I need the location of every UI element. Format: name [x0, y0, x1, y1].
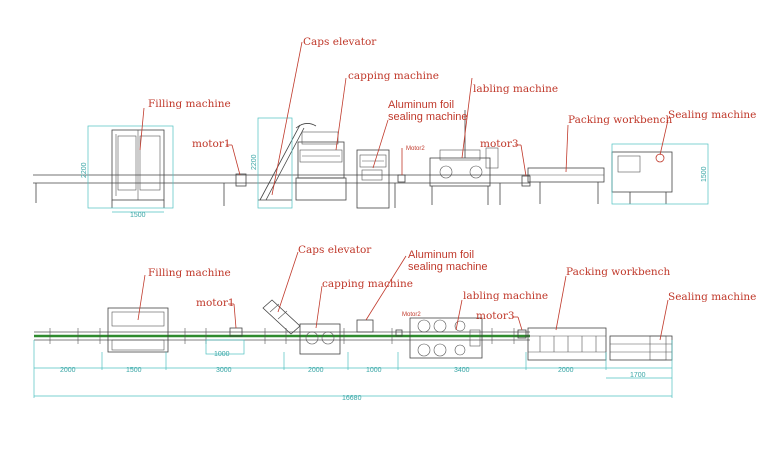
side-dim-filling-width: 1500	[130, 212, 146, 219]
top-motor1	[205, 303, 245, 355]
top-dim-6: 1000	[366, 367, 382, 374]
top-label-motor2: Motor2	[402, 312, 421, 318]
side-label-motor3: motor3	[480, 138, 519, 150]
top-dim-1: 2000	[60, 367, 76, 374]
top-capping-machine	[299, 285, 341, 355]
side-caps-elevator	[257, 41, 317, 209]
side-motor3	[515, 144, 531, 187]
side-view	[33, 41, 709, 213]
side-alu-sealer	[356, 119, 390, 209]
top-dim-5: 2000	[308, 367, 324, 374]
top-sealing-machine	[609, 299, 673, 361]
top-caps-elevator	[262, 251, 301, 335]
top-label-motor1: motor1	[196, 297, 235, 309]
side-motor2	[397, 148, 406, 183]
side-dim-filling-height: 2200	[81, 162, 88, 178]
top-motor3	[512, 316, 527, 339]
side-motor1	[226, 144, 247, 187]
side-label-alu-2: sealing machine	[388, 111, 468, 123]
side-packing-workbench	[527, 124, 605, 204]
top-dim-3: 3000	[216, 367, 232, 374]
top-filling-machine	[107, 274, 169, 353]
side-label-packing: Packing workbench	[568, 114, 673, 126]
top-motor2	[395, 329, 403, 337]
top-label-labling: labling machine	[463, 290, 548, 302]
side-filling-machine	[87, 107, 174, 213]
side-label-filling: Filling machine	[148, 98, 231, 110]
top-dim-4: 1000	[214, 351, 230, 358]
top-label-caps-elevator: Caps elevator	[298, 244, 372, 256]
side-dim-sealing-height: 1500	[701, 166, 708, 182]
top-label-alu-2: sealing machine	[408, 261, 488, 273]
side-label-motor1: motor1	[192, 138, 231, 150]
top-dimension-lines	[33, 340, 673, 398]
top-dim-2: 1500	[126, 367, 142, 374]
top-view	[33, 251, 673, 398]
top-labling-machine	[409, 299, 483, 359]
top-conveyor	[34, 328, 530, 344]
top-label-packing: Packing workbench	[566, 266, 671, 278]
top-label-sealing: Sealing machine	[668, 291, 756, 303]
top-dim-9: 1700	[630, 372, 646, 379]
side-labling-machine	[429, 77, 499, 205]
side-capping-machine	[295, 77, 347, 201]
side-label-motor2: Motor2	[406, 146, 425, 152]
side-label-alu-1: Aluminum foil	[388, 99, 454, 111]
top-label-capping: capping machine	[322, 278, 413, 290]
side-sealing-machine	[611, 119, 709, 205]
side-dim-elevator-height: 2200	[251, 154, 258, 170]
top-label-filling: Filling machine	[148, 267, 231, 279]
top-dim-8: 2000	[558, 367, 574, 374]
top-dim-7: 3400	[454, 367, 470, 374]
top-label-alu-1: Aluminum foil	[408, 249, 474, 261]
top-alu-sealer	[356, 255, 407, 333]
top-packing-workbench	[527, 275, 607, 361]
side-label-caps-elevator: Caps elevator	[303, 36, 377, 48]
side-label-capping: capping machine	[348, 70, 439, 82]
side-label-sealing: Sealing machine	[668, 109, 756, 121]
top-dim-total: 16680	[342, 395, 362, 402]
top-label-motor3: motor3	[476, 310, 515, 322]
side-label-labling: labling machine	[473, 83, 558, 95]
side-conveyor	[33, 174, 530, 208]
